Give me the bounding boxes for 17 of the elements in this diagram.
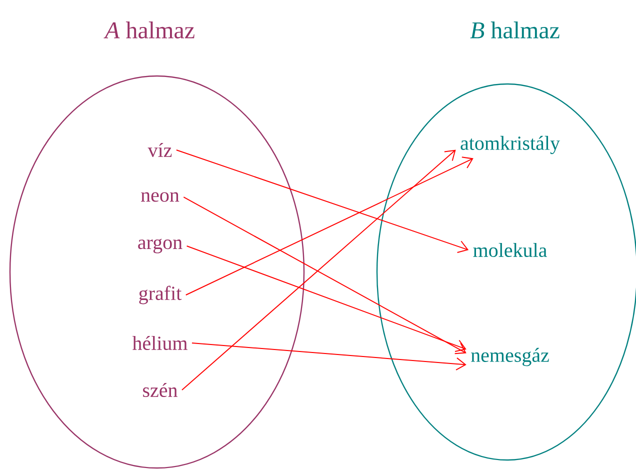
element-label: neon	[141, 192, 180, 202]
arrow	[186, 246, 466, 352]
arrow	[176, 150, 469, 253]
set-heading: A halmaz	[104, 22, 194, 38]
arrow	[185, 156, 474, 296]
element-label: molekula	[473, 242, 547, 258]
element-label: víz	[148, 142, 172, 158]
arrow	[191, 342, 466, 370]
element-label: szén	[143, 382, 178, 398]
element-label: atomkristály	[460, 136, 560, 154]
arrow	[183, 196, 466, 354]
element-label: nemesgáz	[471, 348, 549, 366]
element-label: grafit	[139, 286, 182, 304]
element-label: argon	[138, 238, 182, 254]
element-label: hélium	[132, 336, 188, 350]
arrow	[181, 150, 456, 390]
set-heading: B halmaz	[470, 22, 560, 38]
